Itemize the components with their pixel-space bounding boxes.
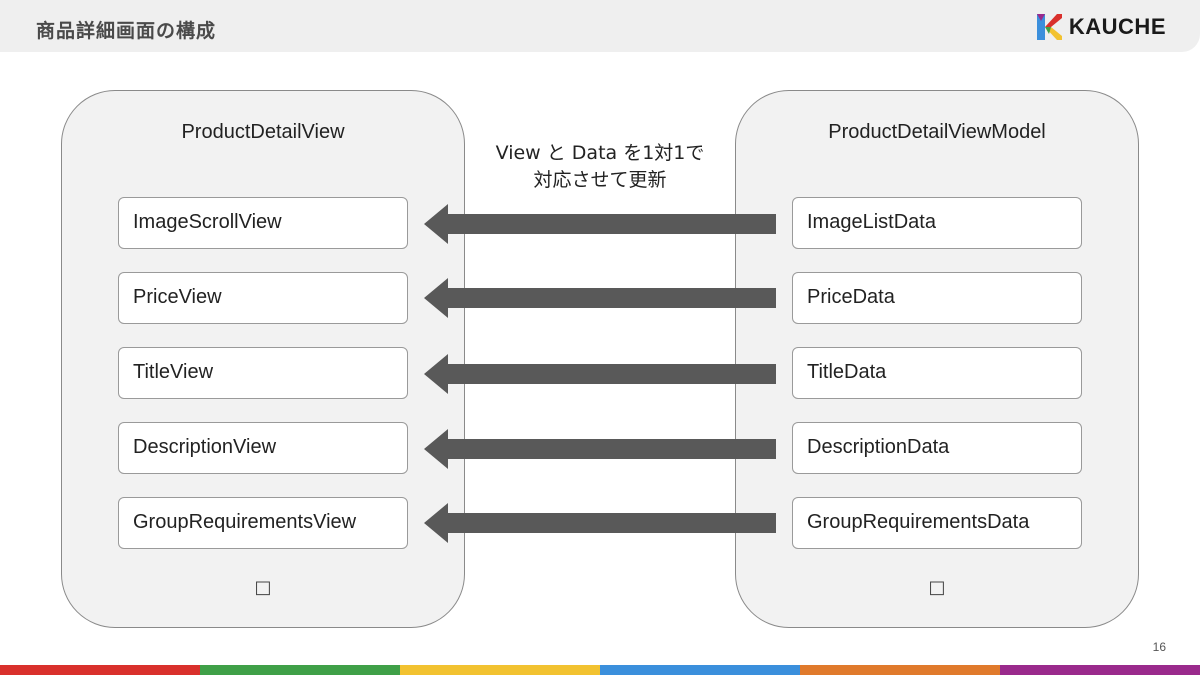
caption-line: 対応させて更新 [533,169,667,191]
view-item: ImageScrollView [118,197,408,249]
product-detail-view-panel: ProductDetailView ImageScrollView PriceV… [61,90,465,628]
slide-title: 商品詳細画面の構成 [36,20,217,42]
data-item: GroupRequirementsData [792,497,1082,549]
stripe-segment [800,665,1000,675]
stripe-segment [0,665,200,675]
product-detail-view-model-panel: ProductDetailViewModel ImageListData Pri… [735,90,1139,628]
data-item: TitleData [792,347,1082,399]
left-arrow-icon [424,278,776,318]
panel-title: ProductDetailViewModel [828,121,1046,143]
mapping-caption: View と Data を1対1で 対応させて更新 [470,140,730,194]
footer-color-stripe [0,665,1200,675]
page-number: 16 [1152,640,1166,654]
left-arrow-icon [424,503,776,543]
panel-title: ProductDetailView [181,121,345,143]
placeholder-glyph: □ [928,577,946,598]
logo-text: KAUCHE [1068,14,1166,39]
caption-line: View と Data を1対1で [495,142,705,164]
stripe-segment [400,665,600,675]
data-item: ImageListData [792,197,1082,249]
kauche-logo-icon [1036,14,1062,40]
stripe-segment [1000,665,1200,675]
left-arrow-icon [424,204,776,244]
data-item: DescriptionData [792,422,1082,474]
kauche-logo: KAUCHE [1035,12,1166,42]
slide-header: 商品詳細画面の構成 KAUCHE [0,0,1200,52]
view-item: TitleView [118,347,408,399]
stripe-segment [200,665,400,675]
left-arrow-icon [424,354,776,394]
view-item: DescriptionView [118,422,408,474]
data-item: PriceData [792,272,1082,324]
stripe-segment [600,665,800,675]
left-arrow-icon [424,429,776,469]
placeholder-glyph: □ [254,577,272,598]
view-item: PriceView [118,272,408,324]
view-item: GroupRequirementsView [118,497,408,549]
